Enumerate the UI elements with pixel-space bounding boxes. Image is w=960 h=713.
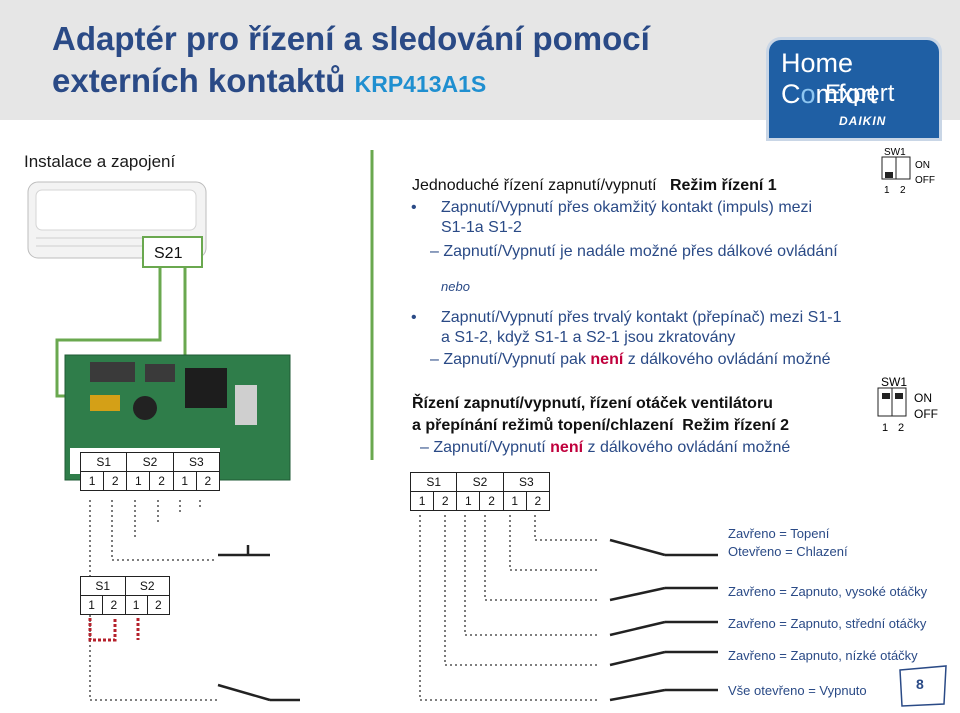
mode1-mode-label: Režim řízení 1: [669, 177, 777, 194]
dip2-pin-1: 1: [882, 422, 889, 434]
terminal-pin: 2: [195, 471, 221, 491]
terminal-pin: 2: [149, 471, 174, 491]
mode2-sub: – Zapnutí/Vypnutí není z dálkového ovlád…: [420, 438, 790, 458]
or-label: nebo: [441, 279, 470, 294]
mode2-heading-line-1: Řízení zapnutí/vypnutí, řízení otáček ve…: [412, 395, 773, 412]
model-code: KRP413A1S: [354, 71, 487, 97]
mode1-bullet-2: • Zapnutí/Vypnutí přes trvalý kontakt (př…: [411, 308, 842, 328]
annotation-high-speed: Zavřeno = Zapnuto, vysoké otáčky: [728, 584, 928, 599]
mode2-heading-line-2-text: a přepínání režimů topení/chlazení: [412, 417, 674, 434]
terminal-pin: 1: [124, 595, 148, 615]
logo-line-2: Expert: [825, 80, 895, 107]
right-switches: [609, 538, 718, 702]
terminal-pin: 1: [409, 491, 435, 511]
terminal-group: S1: [79, 452, 128, 472]
mode2-sub-pre: – Zapnutí/Vypnutí: [420, 439, 551, 456]
mode1-bullet-1: • Zapnutí/Vypnutí přes okamžitý kontakt (…: [411, 198, 813, 218]
dip1-on: ON: [915, 160, 930, 171]
page-number-badge: 8: [898, 664, 948, 708]
dip2-name: SW1: [881, 375, 908, 389]
mode1-heading: Jednoduché řízení zapnutí/vypnutí Režim …: [412, 176, 777, 196]
bullet-icon: •: [411, 309, 417, 326]
mode1-bullet-2-line-b: a S1-2, když S1-1 a S2-1 jsou zkratovány: [441, 329, 736, 346]
terminal-pin: 1: [79, 471, 105, 491]
home-comfort-expert-logo: Home Comfort Expert DAIKIN: [769, 40, 939, 138]
green-wires: [55, 150, 374, 460]
dip1-pin-2: 2: [900, 185, 906, 196]
bullet-icon: •: [411, 199, 417, 216]
mode1-sub-2-pre: – Zapnutí/Vypnutí pak: [430, 351, 591, 368]
terminal-group: S1: [80, 576, 126, 596]
terminal-pin: 2: [103, 471, 128, 491]
terminal-pin: 1: [126, 471, 151, 491]
terminal-group: S2: [126, 452, 174, 472]
mode1-sub-1: – Zapnutí/Vypnutí je nadále možné přes d…: [430, 243, 838, 260]
mode1-bullet-2-line-a: Zapnutí/Vypnutí přes trvalý kontakt (pře…: [441, 309, 842, 326]
dip1-name: SW1: [884, 147, 906, 158]
mode1-bullet-1-line-a: Zapnutí/Vypnutí přes okamžitý kontakt (i…: [441, 199, 813, 216]
dip1-off: OFF: [915, 175, 935, 186]
dip2-off: OFF: [914, 407, 938, 421]
terminal-pin: 2: [433, 491, 458, 511]
mode1-sub-2-post: z dálkového ovládání možné: [623, 351, 831, 368]
terminal-pin: 2: [479, 491, 504, 511]
logo-line-1: Home Comfort: [781, 48, 939, 110]
section-label: Instalace a zapojení: [24, 152, 176, 171]
annotation-low-speed: Zavřeno = Zapnuto, nízké otáčky: [728, 648, 918, 663]
terminal-pin: 1: [79, 595, 104, 615]
title-line-2: externích kontaktů KRP413A1S: [52, 60, 650, 105]
mode1-sub-2-warning: není: [590, 351, 624, 368]
terminal-group: S1: [409, 472, 458, 492]
title-line-2-text: externích kontaktů: [52, 62, 346, 99]
mode2-sub-warning: není: [550, 439, 584, 456]
title-line-1: Adaptér pro řízení a sledování pomocí: [52, 20, 650, 57]
dotted-wires-right: [419, 515, 600, 701]
dip1-pin-1: 1: [884, 185, 890, 196]
dip2-pin-2: 2: [898, 422, 905, 434]
logo-word-home: Home C: [781, 48, 854, 109]
terminal-pin: 2: [525, 491, 551, 511]
terminal-group: S3: [502, 472, 551, 492]
logo-o-glyph: o: [800, 79, 816, 109]
mode2-mode-label: Režim řízení 2: [682, 417, 789, 434]
mode1-bullet-1-line-b: S1-1a S1-2: [441, 219, 522, 236]
terminal-group: S2: [456, 472, 504, 492]
annotation-cooling: Otevřeno = Chlazení: [728, 544, 848, 559]
dip2-on: ON: [914, 391, 932, 405]
page-number: 8: [916, 676, 924, 692]
dotted-wires-left: [89, 500, 218, 701]
dip-switch-1: [881, 156, 911, 180]
unit-connector-label: S21: [154, 245, 183, 262]
indoor-unit-illustration: [27, 181, 207, 268]
page-badge-shape: [899, 665, 947, 707]
mode2-sub-post: z dálkového ovládání možné: [583, 439, 791, 456]
terminal-pin: 1: [502, 491, 527, 511]
terminal-pin: 2: [102, 595, 126, 615]
daikin-brand: DAIKIN: [839, 114, 887, 128]
terminal-pin: 2: [146, 595, 171, 615]
logo-word-mfort: mfort: [815, 79, 878, 109]
mode1-sub-2: – Zapnutí/Vypnutí pak není z dálkového o…: [430, 350, 831, 370]
terminal-group: S2: [124, 576, 170, 596]
annotation-all-off: Vše otevřeno = Vypnuto: [728, 683, 867, 698]
annotation-medium-speed: Zavřeno = Zapnuto, střední otáčky: [728, 616, 927, 631]
terminal-pin: 1: [456, 491, 481, 511]
red-jumper: [88, 618, 140, 642]
terminal-group: S3: [172, 452, 221, 472]
mode2-heading-line-2: a přepínání režimů topení/chlazení Režim…: [412, 416, 789, 436]
annotation-heating: Zavřeno = Topení: [728, 526, 830, 541]
terminal-pin: 1: [172, 471, 197, 491]
dip-switch-2: [877, 387, 907, 417]
mode1-heading-text: Jednoduché řízení zapnutí/vypnutí: [412, 177, 657, 194]
page-title: Adaptér pro řízení a sledování pomocí ex…: [52, 18, 650, 105]
left-switches: [217, 545, 300, 702]
